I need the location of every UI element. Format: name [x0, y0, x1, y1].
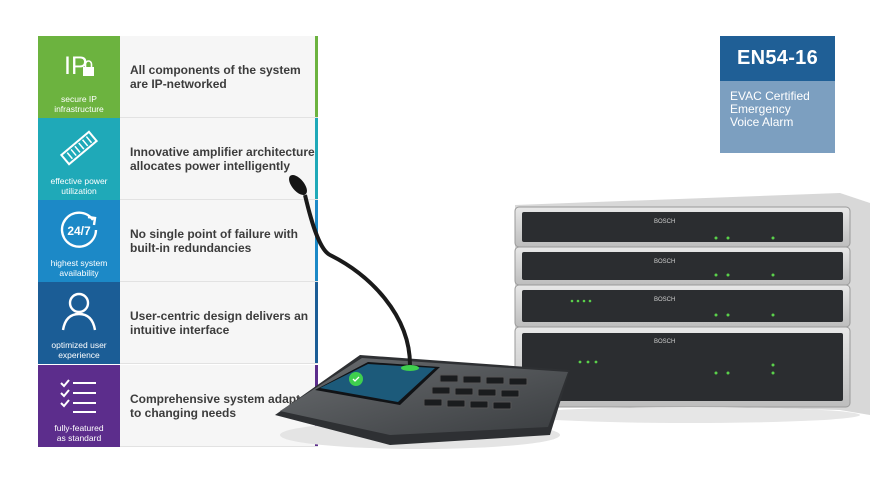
badge-title: EN54-16: [720, 36, 835, 81]
checklist-icon: [38, 373, 120, 417]
bosch-logo: BOSCH: [654, 297, 675, 303]
feature-text: No single point of failure with built-in…: [130, 226, 298, 255]
bosch-logo: BOSCH: [654, 219, 675, 225]
ip-glyph: IP: [64, 52, 88, 80]
accent-stripe: [315, 36, 318, 117]
feature-row-availability: 24/7 highest system availability No sing…: [38, 200, 318, 282]
feature-row-secure-ip: IP secure IP infrastructure All componen…: [38, 36, 318, 118]
feature-description: User-centric design delivers an intuitiv…: [120, 282, 318, 364]
feature-description: All components of the system are IP-netw…: [120, 36, 318, 118]
clock-247-icon: 24/7: [38, 208, 120, 252]
accent-stripe: [315, 118, 318, 199]
product-image: BOSCH BOSCH BOSCH BOSCH: [270, 165, 870, 465]
feature-text: Comprehensive system adapts to changing …: [130, 391, 307, 420]
accent-stripe: [315, 282, 318, 363]
feature-row-fully-featured: fully-featured as standard Comprehensive…: [38, 365, 318, 447]
tile-label: optimized user experience: [51, 340, 107, 360]
bosch-logo: BOSCH: [654, 339, 675, 345]
badge-line: Emergency: [730, 102, 791, 116]
tile-label: highest system availability: [50, 258, 108, 278]
feature-tile: 24/7 highest system availability: [38, 200, 120, 282]
feature-tile: fully-featured as standard: [38, 365, 120, 447]
feature-tile: IP secure IP infrastructure: [38, 36, 120, 118]
feature-list: IP secure IP infrastructure All componen…: [38, 36, 318, 447]
feature-text: User-centric design delivers an intuitiv…: [130, 308, 309, 337]
clock-text: 24/7: [67, 224, 91, 238]
feature-row-user-experience: optimized user experience User-centric d…: [38, 282, 318, 364]
badge-line: EVAC Certified: [730, 89, 810, 103]
ip-lock-icon: IP: [38, 44, 120, 88]
tile-label: fully-featured as standard: [54, 423, 104, 443]
call-station: [275, 175, 570, 449]
tile-label: effective power utilization: [50, 176, 108, 196]
feature-row-power: effective power utilization Innovative a…: [38, 118, 318, 200]
amplifier-rack: BOSCH BOSCH BOSCH BOSCH: [514, 193, 870, 423]
feature-tile: optimized user experience: [38, 282, 120, 364]
feature-description: No single point of failure with built-in…: [120, 200, 318, 282]
memory-module-icon: [38, 126, 120, 170]
feature-text: All components of the system are IP-netw…: [130, 62, 301, 91]
badge-description: EVAC Certified Emergency Voice Alarm: [720, 81, 835, 153]
feature-description: Comprehensive system adapts to changing …: [120, 365, 318, 447]
tile-label: secure IP infrastructure: [54, 94, 104, 114]
badge-line: Voice Alarm: [730, 115, 794, 129]
certification-badge: EN54-16 EVAC Certified Emergency Voice A…: [720, 36, 835, 153]
user-icon: [38, 290, 120, 334]
feature-text: Innovative amplifier architecture alloca…: [130, 144, 315, 173]
accent-stripe: [315, 200, 318, 281]
feature-description: Innovative amplifier architecture alloca…: [120, 118, 318, 200]
bosch-logo: BOSCH: [654, 259, 675, 265]
feature-tile: effective power utilization: [38, 118, 120, 200]
